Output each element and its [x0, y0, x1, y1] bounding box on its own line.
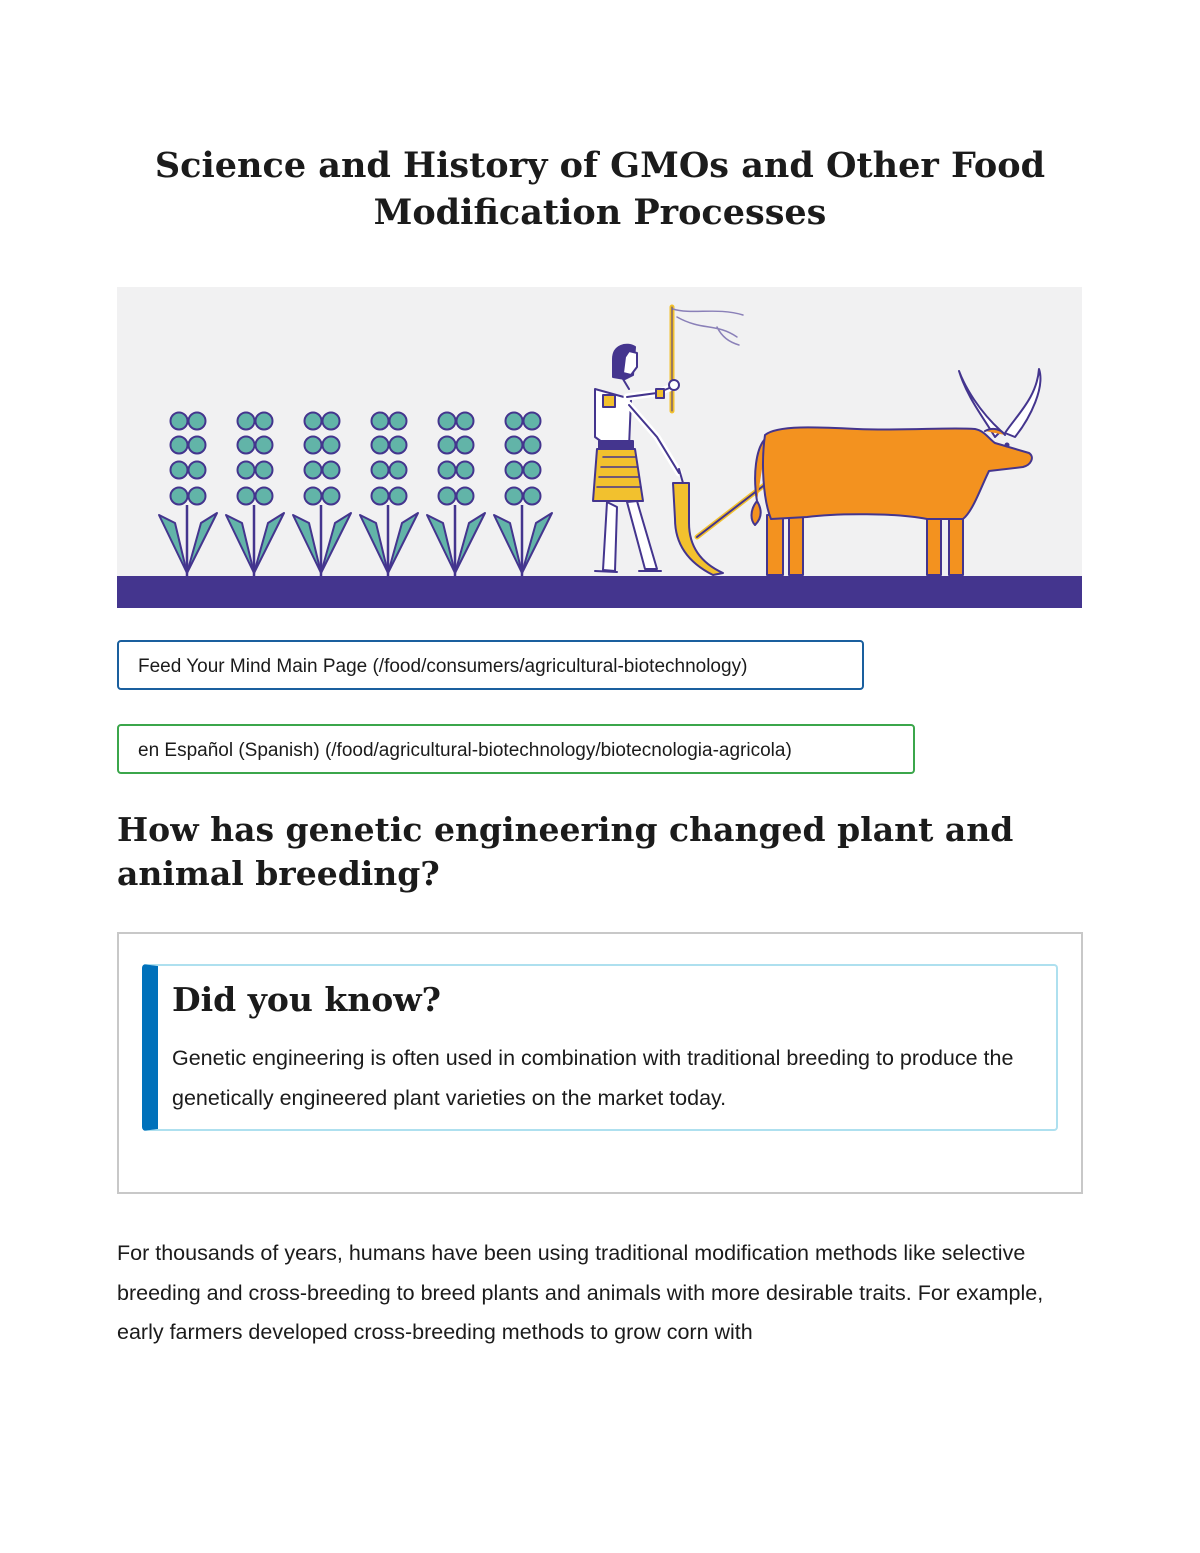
callout-title: Did you know? [172, 980, 441, 1019]
plant-icon [358, 411, 420, 578]
hero-illustration [117, 287, 1082, 608]
plant-icon [291, 411, 353, 578]
did-you-know-callout: Did you know? Genetic engineering is oft… [142, 964, 1058, 1131]
callout-body: Genetic engineering is often used in com… [172, 1046, 1014, 1110]
plant-icon [425, 411, 487, 578]
body-paragraph: For thousands of years, humans have been… [117, 1241, 1044, 1344]
page-title: Science and History of GMOs and Other Fo… [154, 145, 1046, 233]
main-page-link[interactable]: Feed Your Mind Main Page (/food/consumer… [117, 640, 864, 690]
plant-icon [224, 411, 286, 578]
section-heading: How has genetic engineering changed plan… [117, 810, 1014, 893]
plant-icon [158, 411, 218, 576]
farmer-figure [592, 304, 744, 573]
ground-band [117, 576, 1082, 608]
spanish-page-link[interactable]: en Español (Spanish) (/food/agricultural… [117, 724, 915, 774]
plant-icon [492, 411, 554, 578]
ox-figure [750, 368, 1042, 576]
